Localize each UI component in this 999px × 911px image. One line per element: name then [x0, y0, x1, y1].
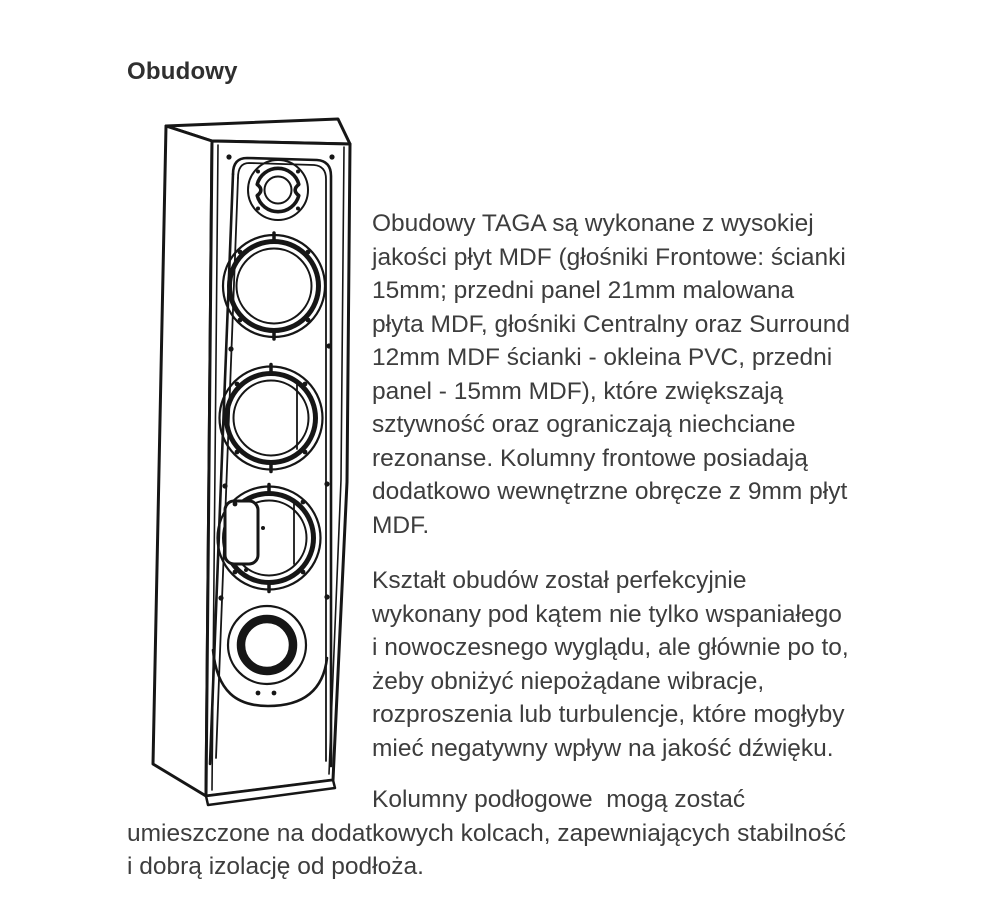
- recess-border-outer: [231, 156, 333, 768]
- port-outer-ring: [226, 604, 308, 686]
- front-right-bevel-line: [328, 146, 345, 775]
- opening-rect-cutout: [223, 499, 260, 566]
- section-heading: Obudowy: [127, 58, 238, 85]
- panel-screws: [218, 154, 335, 696]
- speaker-illustration: [127, 112, 372, 810]
- woofer1-inner-ring: [235, 247, 313, 325]
- woofer2-inner-ring: [232, 379, 310, 457]
- tweeter-faceplate: [255, 166, 301, 214]
- recess-bottom-arc: [211, 648, 329, 708]
- recess-border-inner: [237, 162, 327, 762]
- tweeter-screws: [256, 169, 300, 211]
- paragraph-materials: Obudowy TAGA są wykonane z wysokiej jako…: [372, 210, 850, 539]
- tower-speaker-line-drawing-svg: [151, 117, 352, 807]
- paragraph-spikes: Kolumny podłogowe mogą zostać umieszczon…: [127, 786, 847, 880]
- cabinet-left-side: [151, 124, 214, 798]
- port-tube: [236, 614, 298, 676]
- cabinet-bottom-edge: [204, 778, 337, 807]
- recess-border-inner-left: [215, 177, 239, 759]
- woofer1-screws: [237, 249, 311, 323]
- content-flow: Obudowy TAGA są wykonane z wysokiej jako…: [127, 86, 867, 884]
- document-page: Obudowy: [127, 58, 867, 884]
- tweeter-outer-ring: [247, 159, 309, 221]
- paragraph-shape: Kształt obudów został perfekcyjnie wykon…: [372, 567, 849, 762]
- woofer2-screws: [234, 381, 308, 455]
- woofer2-mounting-ring: [224, 371, 318, 465]
- opening-screws: [232, 499, 306, 575]
- woofer1-mounting-ring: [227, 239, 321, 333]
- tweeter-dome: [263, 175, 293, 205]
